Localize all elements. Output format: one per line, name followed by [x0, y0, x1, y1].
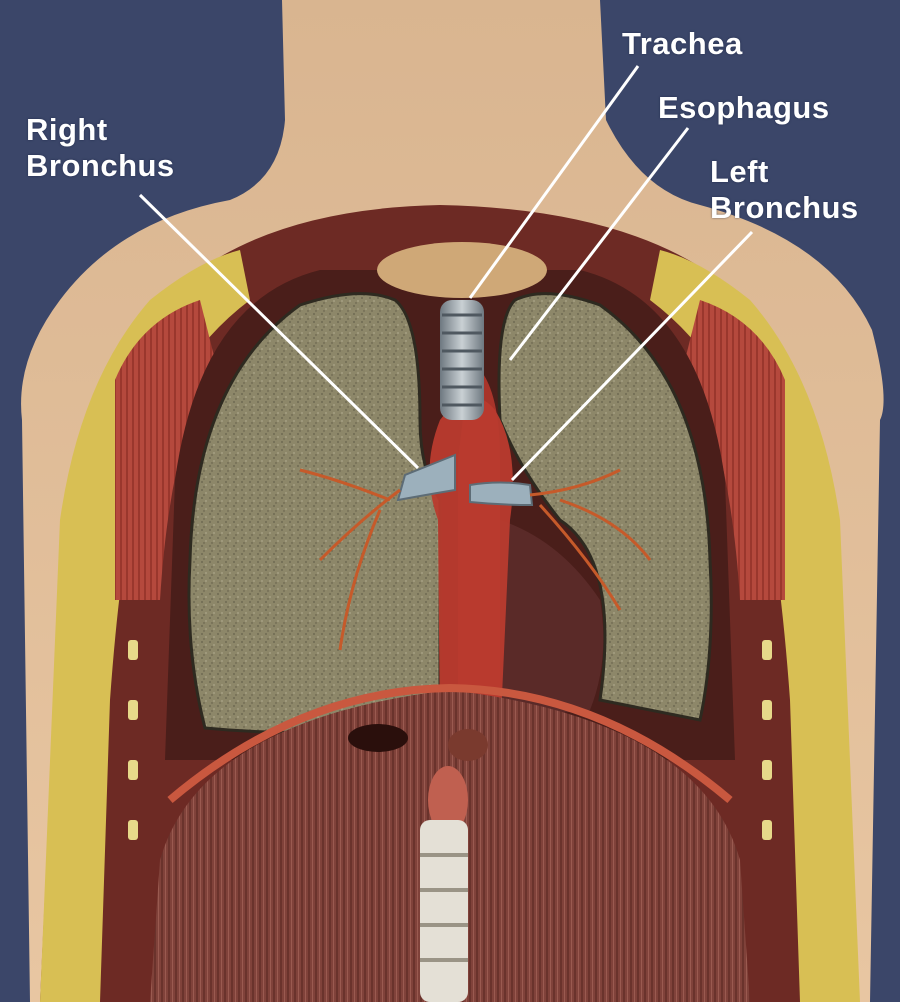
- label-left-bronchus-line1: Left: [710, 154, 859, 190]
- thyroid-gland: [377, 242, 547, 298]
- label-left-bronchus-line2: Bronchus: [710, 190, 859, 226]
- label-right-bronchus: Right Bronchus: [26, 112, 175, 184]
- label-right-bronchus-line2: Bronchus: [26, 148, 175, 184]
- label-esophagus-text: Esophagus: [658, 90, 830, 126]
- label-left-bronchus: Left Bronchus: [710, 154, 859, 226]
- label-right-bronchus-line1: Right: [26, 112, 175, 148]
- left-bronchus: [470, 483, 532, 506]
- label-esophagus: Esophagus: [658, 90, 830, 126]
- diaphragm-opening-left: [348, 724, 408, 752]
- label-trachea: Trachea: [622, 26, 743, 62]
- diaphragm-opening-right: [448, 729, 488, 761]
- label-trachea-text: Trachea: [622, 26, 743, 62]
- trachea: [440, 300, 484, 420]
- spine: [420, 820, 468, 1002]
